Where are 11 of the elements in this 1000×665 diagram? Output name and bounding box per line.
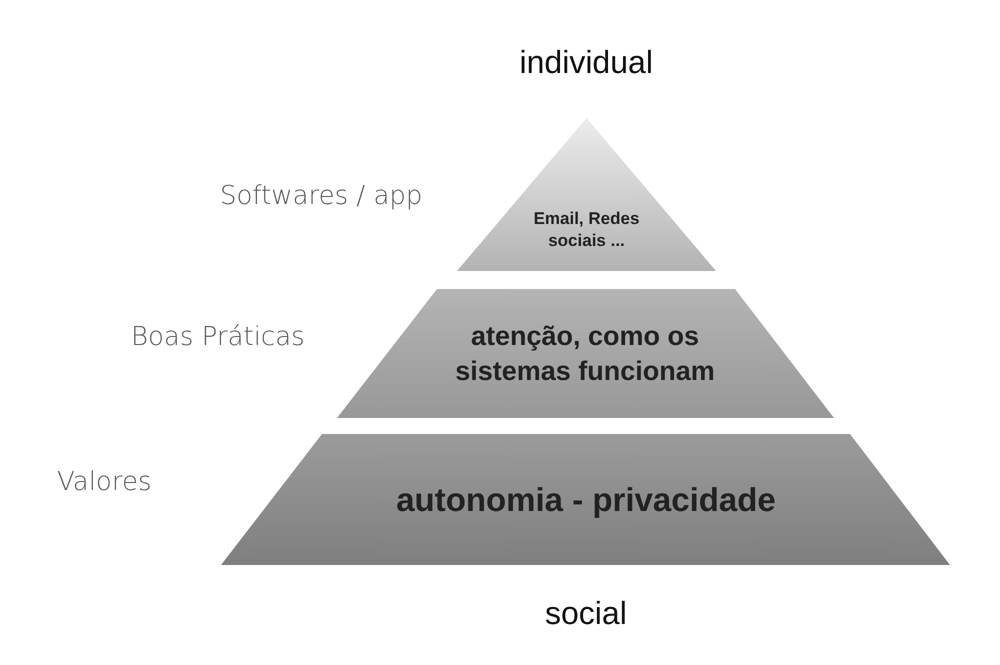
level-label: Boas Práticas — [131, 322, 305, 352]
pyramid-base-tier — [221, 434, 950, 565]
top-pole-label: individual — [520, 44, 653, 81]
level-label: Softwares / app — [220, 181, 422, 211]
tier-text: autonomia - privacidade — [396, 480, 776, 520]
tier-text: Email, Redes sociais ... — [532, 208, 640, 252]
pyramid-middle-tier — [337, 289, 834, 418]
bottom-pole-label: social — [545, 595, 627, 632]
pyramid-apex-triangle — [457, 118, 716, 271]
level-label: Valores — [57, 467, 152, 497]
tier-text: atenção, como os sistemas funcionam — [454, 320, 716, 388]
